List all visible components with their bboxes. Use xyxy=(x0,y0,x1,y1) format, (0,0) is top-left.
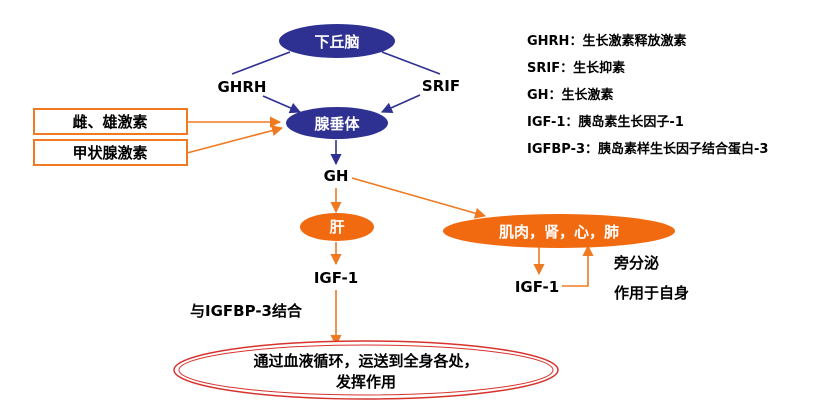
legend-item: GHRH：生长激素释放激素 xyxy=(527,33,686,49)
thyroid-hormones-label: 甲状腺激素 xyxy=(72,144,147,162)
thyroid-to-pituitary-arrow xyxy=(186,125,284,154)
srif-to-pituitary-arrow xyxy=(380,94,421,113)
ghrh-to-pituitary-arrow xyxy=(262,95,302,114)
pituitary-node: 腺垂体 xyxy=(286,107,388,139)
circulation-node: 通过血液循环，运送到全身各处， 发挥作用 xyxy=(173,340,559,400)
legend-item: IGFBP-3：胰岛素样生长因子结合蛋白-3 xyxy=(527,141,768,157)
organs-node: 肌肉，肾，心，肺 xyxy=(443,214,675,248)
srif-label: SRIF xyxy=(422,77,460,95)
liver-igf1-label: IGF-1 xyxy=(314,269,358,287)
hypothalamus-to-srif-line xyxy=(381,51,441,75)
hypothalamus-node: 下丘脑 xyxy=(279,24,395,58)
thyroid-hormones-box: 甲状腺激素 xyxy=(33,139,188,166)
legend-item: SRIF：生长抑素 xyxy=(527,60,625,76)
autocrine-label: 作用于自身 xyxy=(614,284,689,302)
local-igf1-label: IGF-1 xyxy=(515,278,559,296)
paracrine-label: 旁分泌 xyxy=(613,254,659,272)
circulation-label-line2: 发挥作用 xyxy=(335,373,396,391)
abbreviation-legend: GHRH：生长激素释放激素 SRIF：生长抑素 GH：生长激素 IGF-1：胰岛… xyxy=(527,33,768,157)
gh-label: GH xyxy=(324,167,349,185)
circulation-label-line1: 通过血液循环，运送到全身各处， xyxy=(253,352,478,370)
legend-item: GH：生长激素 xyxy=(527,87,614,103)
liver-label: 肝 xyxy=(329,218,344,236)
autocrine-feedback-arrow xyxy=(562,244,594,287)
sex-hormones-box: 雌、雄激素 xyxy=(33,108,188,135)
liver-node: 肝 xyxy=(300,213,374,241)
sex-hormones-label: 雌、雄激素 xyxy=(72,113,147,131)
organs-label: 肌肉，肾，心，肺 xyxy=(499,223,619,241)
pituitary-label: 腺垂体 xyxy=(314,115,360,133)
legend-item: IGF-1：胰岛素生长因子-1 xyxy=(527,114,684,130)
ghrh-label: GHRH xyxy=(218,78,267,96)
gh-to-organs-arrow xyxy=(351,177,487,219)
hypothalamus-label: 下丘脑 xyxy=(314,33,359,51)
igfbp3-binding-label: 与IGFBP-3结合 xyxy=(190,302,303,320)
hypothalamus-to-ghrh-line xyxy=(231,51,291,75)
